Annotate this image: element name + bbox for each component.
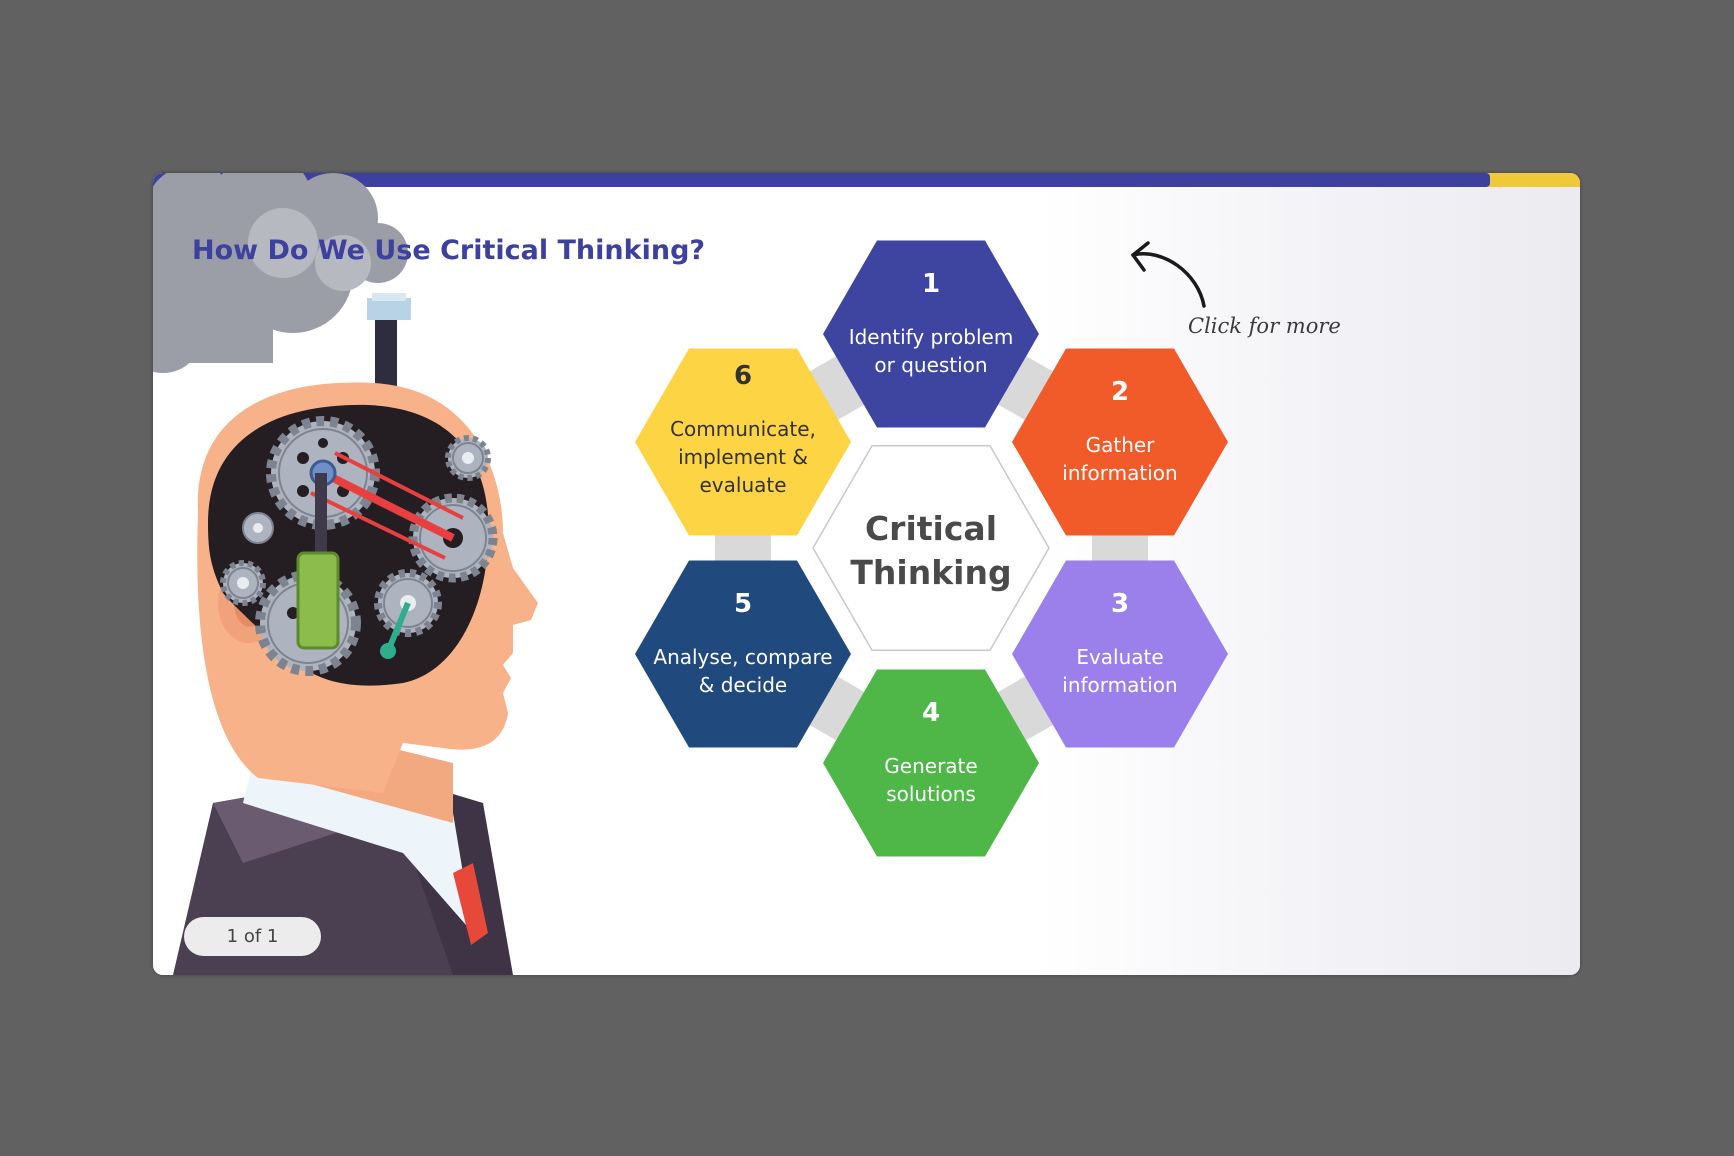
- page-counter: 1 of 1: [184, 917, 321, 956]
- step-3-label-line: Evaluate: [1076, 645, 1163, 669]
- step-6-number: 6: [734, 361, 752, 391]
- step-2-label-line: information: [1062, 461, 1177, 485]
- step-4-label-line: Generate: [884, 754, 977, 778]
- step-5-shape: [635, 560, 851, 748]
- progress-fill: [153, 173, 1491, 187]
- step-3-number: 3: [1111, 589, 1129, 619]
- step-6-label-line: implement &: [678, 445, 808, 469]
- step-6-label-line: evaluate: [699, 473, 786, 497]
- step-3-label-line: information: [1062, 673, 1177, 697]
- step-2-number: 2: [1111, 377, 1129, 407]
- step-4-label-line: solutions: [886, 782, 976, 806]
- step-5-label-line: Analyse, compare: [653, 645, 832, 669]
- step-6-shape: [635, 348, 851, 536]
- step-4-shape: [823, 669, 1039, 857]
- step-5-number: 5: [734, 589, 752, 619]
- step-2-shape: [1012, 348, 1228, 536]
- step-1-shape: [823, 240, 1039, 428]
- step-1-label-line: Identify problem: [849, 325, 1014, 349]
- step-5-label-line: & decide: [699, 673, 788, 697]
- click-for-more-hint[interactable]: Click for more: [1188, 314, 1341, 338]
- step-1-label-line: or question: [874, 353, 987, 377]
- center-label-line: Critical: [865, 509, 997, 548]
- step-3-shape: [1012, 560, 1228, 748]
- step-6-label-line: Communicate,: [670, 417, 816, 441]
- step-4-number: 4: [922, 698, 940, 728]
- step-2-label-line: Gather: [1086, 433, 1156, 457]
- curved-arrow-icon: [1131, 241, 1206, 308]
- center-hexagon-shape: [812, 445, 1050, 651]
- step-1-number: 1: [922, 269, 940, 299]
- center-label-line: Thinking: [850, 553, 1011, 592]
- slide-title: How Do We Use Critical Thinking?: [192, 235, 706, 266]
- progress-bar: [153, 173, 1580, 187]
